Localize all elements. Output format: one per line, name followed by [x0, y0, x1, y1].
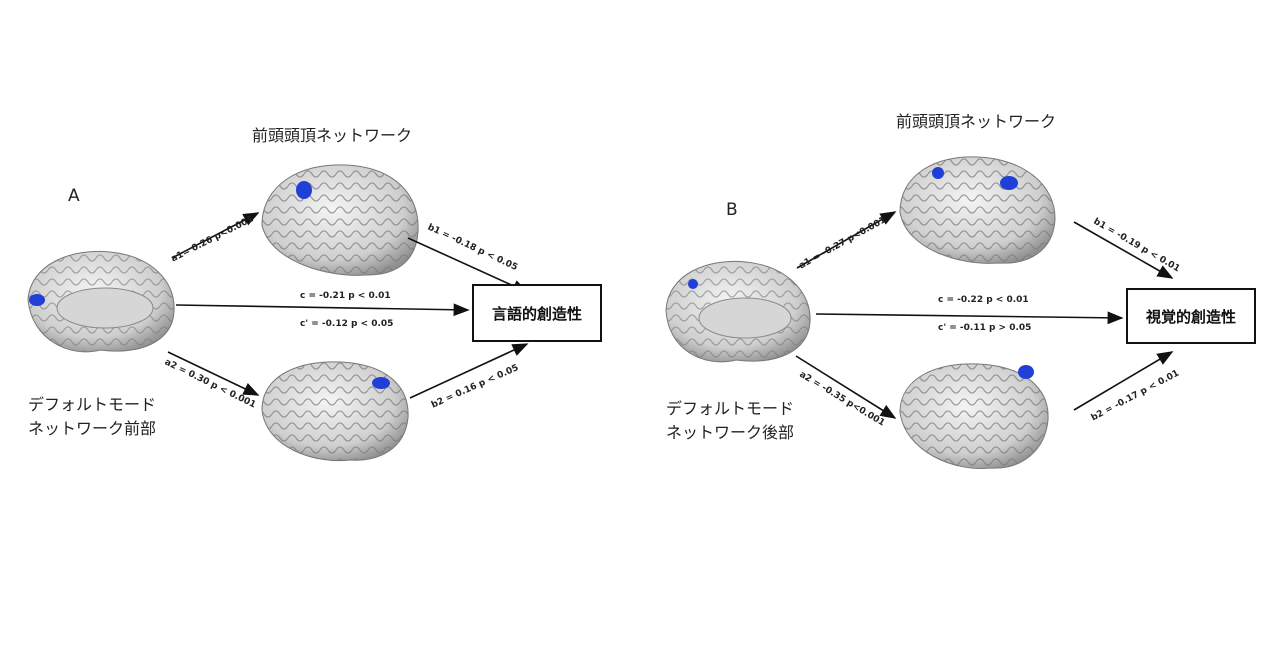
arrow-a1-b	[796, 211, 897, 269]
activation-blob	[932, 167, 944, 179]
brain-fpn-lower	[261, 361, 409, 462]
arrow-a2-b	[795, 355, 897, 419]
panel-label-b: B	[726, 200, 738, 220]
predictor-label-b: デフォルトモード ネットワーク後部	[666, 397, 794, 445]
activation-blob	[688, 279, 698, 289]
activation-blob	[1018, 365, 1034, 379]
outcome-box-b: 視覚的創造性	[1126, 288, 1256, 344]
activation-blob	[296, 181, 312, 199]
brain-fpn-lower-b	[899, 363, 1049, 470]
arrow-a1	[171, 212, 260, 259]
activation-blob	[1000, 176, 1018, 190]
arrow-b2	[409, 343, 529, 399]
brain-fpn-upper-b	[899, 156, 1056, 264]
stat-c-b: c = -0.22 p < 0.01	[938, 295, 1029, 305]
activation-blob	[29, 294, 45, 306]
arrow-b1-b	[1073, 221, 1174, 279]
brain-dmn-anterior	[27, 250, 175, 353]
mediator-title-b: 前頭頭頂ネットワーク	[896, 112, 1057, 131]
arrow-c-b	[815, 311, 1124, 325]
arrow-c	[175, 303, 470, 317]
brain-fpn-upper	[261, 164, 419, 276]
mediator-title-a: 前頭頭頂ネットワーク	[252, 126, 413, 145]
stat-c-prime: c' = -0.12 p < 0.05	[300, 319, 394, 329]
predictor-line2: ネットワーク前部	[28, 419, 157, 438]
arrow-a2	[167, 351, 260, 396]
activation-blob	[372, 377, 390, 389]
stat-c-prime-b: c' = -0.11 p > 0.05	[938, 323, 1032, 333]
stat-c: c = -0.21 p < 0.01	[300, 291, 391, 301]
outcome-box-a: 言語的創造性	[472, 284, 602, 342]
predictor-line2: ネットワーク後部	[666, 423, 795, 442]
predictor-line1: デフォルトモード	[666, 399, 795, 418]
arrow-b2-b	[1073, 351, 1174, 411]
predictor-line1: デフォルトモード	[28, 395, 157, 414]
arrow-b1	[407, 237, 529, 293]
panel-label-a: A	[68, 186, 80, 206]
predictor-label-a: デフォルトモード ネットワーク前部	[28, 393, 156, 441]
brain-dmn-posterior	[665, 260, 811, 363]
